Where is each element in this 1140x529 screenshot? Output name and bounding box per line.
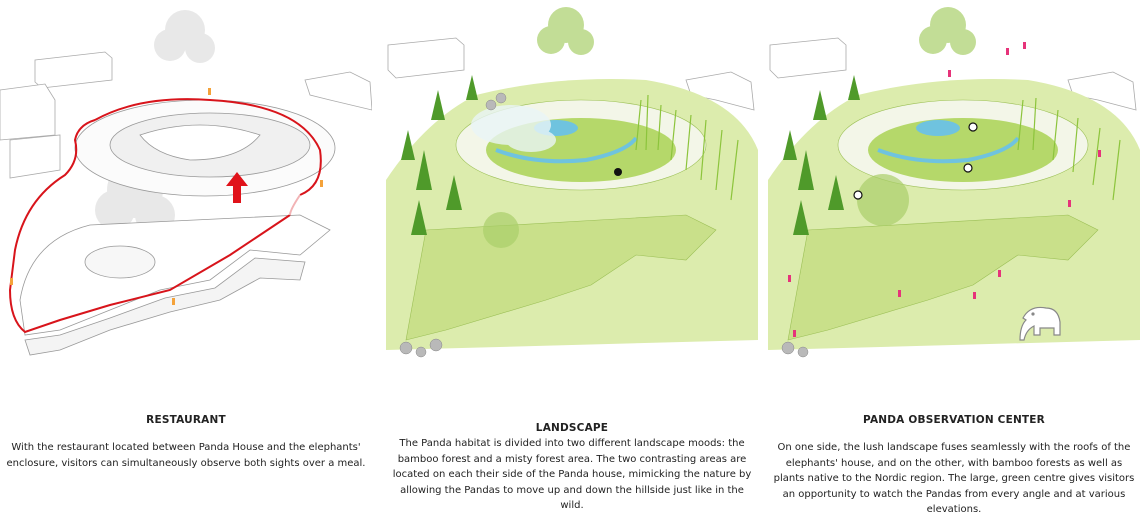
panda-icon (853, 122, 978, 200)
rocks (781, 341, 809, 358)
panda-icon (614, 168, 622, 176)
caption-landscape: LANDSCAPE The Panda habitat is divided i… (386, 422, 758, 514)
panel-observation-center: PANDA OBSERVATION CENTER On one side, th… (768, 0, 1140, 529)
tree-icon (857, 7, 976, 226)
tree-icon (95, 10, 215, 235)
panel-title: LANDSCAPE (535, 422, 609, 434)
visitor-route (8, 98, 322, 334)
panda-house-ring (74, 99, 336, 197)
misty-forest (471, 105, 556, 152)
panel-description: With the restaurant located between Pand… (6, 442, 366, 469)
bamboo-forest (635, 94, 739, 201)
landscape-ground (768, 79, 1140, 350)
panel-description: On one side, the lush landscape fuses se… (773, 442, 1135, 515)
observation-diagram (768, 7, 1140, 358)
conifer-trees (401, 75, 478, 235)
rocks (399, 92, 507, 358)
route-arrow-icon (226, 172, 248, 203)
restaurant-diagram (0, 10, 372, 356)
tree-icon (483, 7, 594, 248)
visitors (788, 42, 1101, 337)
panel-landscape: LANDSCAPE The Panda habitat is divided i… (386, 0, 758, 529)
buildings (387, 37, 755, 111)
terraces (19, 214, 331, 356)
buildings (769, 37, 1137, 111)
caption-observation-center: PANDA OBSERVATION CENTER On one side, th… (768, 414, 1140, 518)
panel-restaurant: RESTAURANT With the restaurant located b… (0, 0, 372, 529)
panel-title: RESTAURANT (146, 414, 226, 426)
conifer-trees (783, 75, 860, 235)
landscape-ground (386, 79, 758, 350)
panel-description: The Panda habitat is divided into two di… (392, 438, 752, 511)
landscape-diagram (386, 7, 758, 358)
panel-title: PANDA OBSERVATION CENTER (863, 414, 1045, 426)
elephant-icon (1019, 306, 1061, 341)
caption-restaurant: RESTAURANT With the restaurant located b… (0, 414, 372, 471)
buildings (0, 51, 372, 179)
visitors (10, 88, 323, 305)
bamboo-forest (1017, 97, 1121, 201)
